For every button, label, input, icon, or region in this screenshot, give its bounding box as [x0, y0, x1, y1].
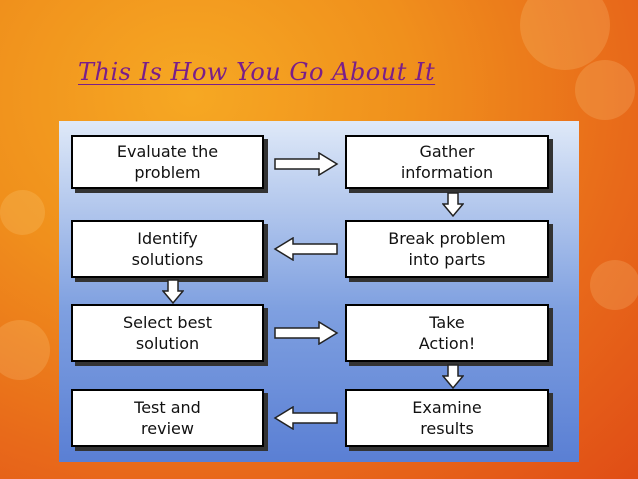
decor-circle — [590, 260, 638, 310]
step-break-problem: Break problem into parts — [345, 220, 549, 278]
arrow-left-icon — [273, 406, 338, 430]
arrow-down-icon — [442, 364, 464, 390]
arrow-right-icon — [274, 321, 339, 345]
slide-title: This Is How You Go About It — [78, 58, 436, 86]
step-identify-solutions: Identify solutions — [71, 220, 264, 278]
decor-circle — [0, 190, 45, 235]
arrow-right-icon — [274, 152, 339, 176]
arrow-down-icon — [162, 279, 184, 305]
step-select-solution: Select best solution — [71, 304, 264, 362]
step-take-action: Take Action! — [345, 304, 549, 362]
decor-circle — [0, 320, 50, 380]
decor-circle — [575, 60, 635, 120]
flowchart-panel: Evaluate the problem Gather information … — [59, 121, 579, 462]
step-examine-results: Examine results — [345, 389, 549, 447]
arrow-down-icon — [442, 192, 464, 218]
step-test-review: Test and review — [71, 389, 264, 447]
arrow-left-icon — [273, 237, 338, 261]
step-gather-information: Gather information — [345, 135, 549, 189]
decor-circle — [520, 0, 610, 70]
step-evaluate-problem: Evaluate the problem — [71, 135, 264, 189]
